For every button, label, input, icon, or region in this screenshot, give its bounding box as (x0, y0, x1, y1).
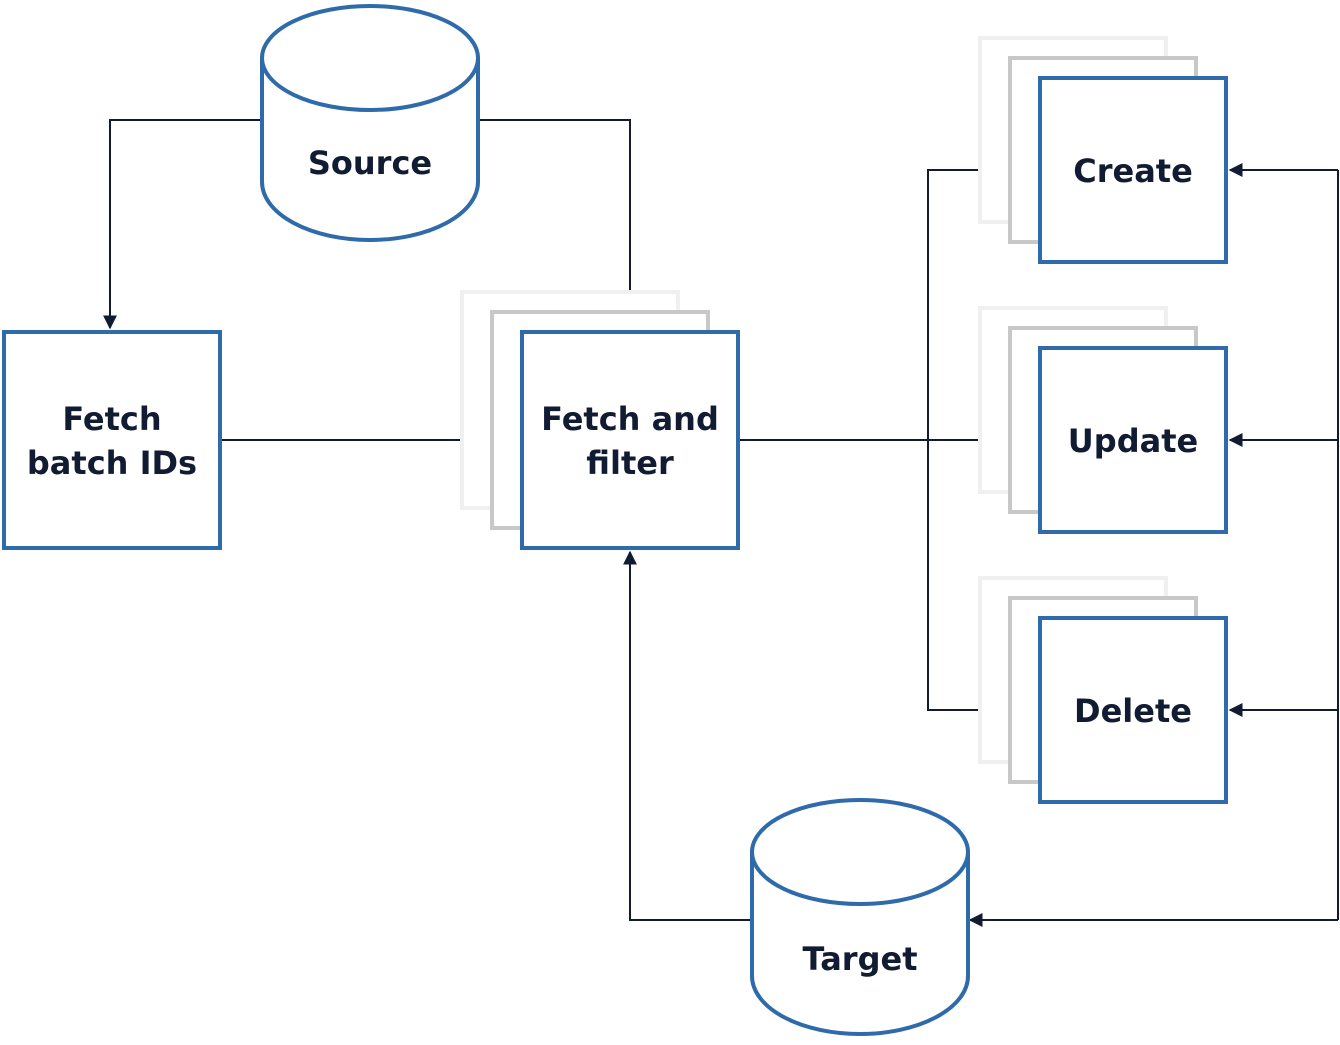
create-label: Create (1073, 152, 1193, 190)
source-label: Source (308, 144, 432, 182)
fetch-batch-ids-label-line2: batch IDs (27, 444, 197, 482)
edge-source-to-fetch-batch-ids (103, 119, 262, 330)
update-label: Update (1068, 422, 1198, 460)
delete-label: Delete (1074, 692, 1192, 730)
fetch-and-filter-label-line2: filter (586, 444, 674, 482)
fetch-and-filter-label-line1: Fetch and (541, 400, 719, 438)
fetch-batch-ids-node: Fetch batch IDs (2, 330, 222, 550)
update-node: Update (978, 306, 1228, 534)
delete-node: Delete (978, 576, 1228, 804)
edges (103, 119, 1339, 927)
fetch-and-filter-node: Fetch and filter (460, 290, 740, 550)
create-node: Create (978, 36, 1228, 264)
fetch-batch-ids-label-line1: Fetch (62, 400, 161, 438)
target-label: Target (803, 940, 918, 978)
source-database: Source (260, 4, 480, 242)
edge-source-to-fetch-and-filter (478, 119, 637, 330)
target-database: Target (750, 798, 970, 1036)
edge-target-to-fetch-and-filter (623, 550, 752, 921)
